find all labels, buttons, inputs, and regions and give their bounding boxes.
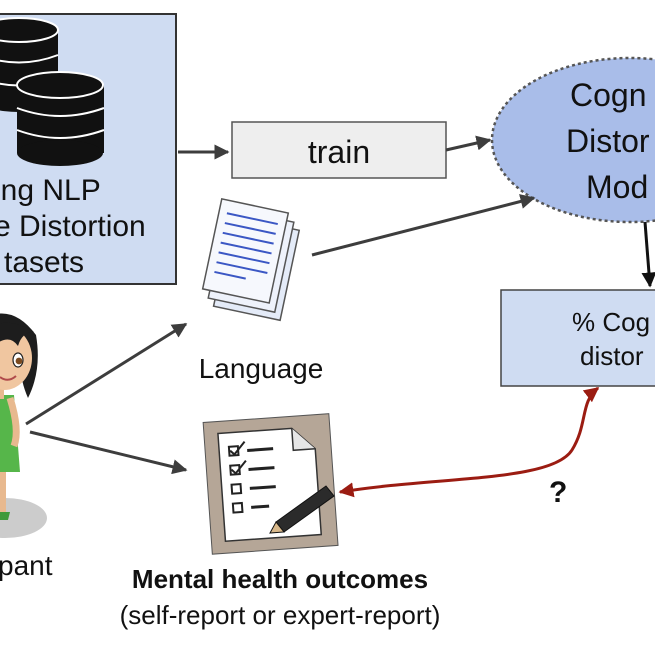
train-label: train (308, 134, 370, 170)
arrow-language-to-model (311, 194, 536, 257)
datasets-label-line3: tasets (4, 246, 84, 279)
question-mark: ? (549, 476, 567, 509)
pencil-icon (269, 485, 335, 534)
datasets-label-line2: e Distortion (0, 210, 146, 243)
participant-label: pant (0, 550, 53, 581)
arrow-participant-to-language (25, 322, 188, 426)
train-box: train (231, 121, 447, 179)
percent-box: % Cog distor (500, 289, 655, 387)
document-stack-icon (201, 197, 301, 322)
model-node: Cogn Distor Mod (490, 56, 655, 224)
datasets-box: ing NLP e Distortion tasets (0, 13, 177, 285)
datasets-label-line1: ing NLP (0, 174, 101, 207)
checklist-icon (202, 413, 339, 555)
arrow-participant-to-outcomes (29, 430, 188, 475)
arrow-model-to-percent (641, 221, 655, 288)
arrow-correlation (338, 386, 600, 498)
percent-label-line2: distor (580, 341, 644, 371)
participant-icon (0, 313, 47, 538)
language-label: Language (199, 353, 324, 384)
model-label-line1: Cogn (570, 77, 647, 113)
outcomes-subtitle: (self-report or expert-report) (120, 600, 441, 630)
database-icon (16, 71, 105, 166)
percent-label-line1: % Cog (572, 307, 650, 337)
arrow-train-to-model (445, 135, 492, 152)
model-label-line3: Mod (586, 169, 648, 205)
outcomes-title: Mental health outcomes (132, 564, 428, 594)
model-label-line2: Distor (566, 123, 650, 159)
